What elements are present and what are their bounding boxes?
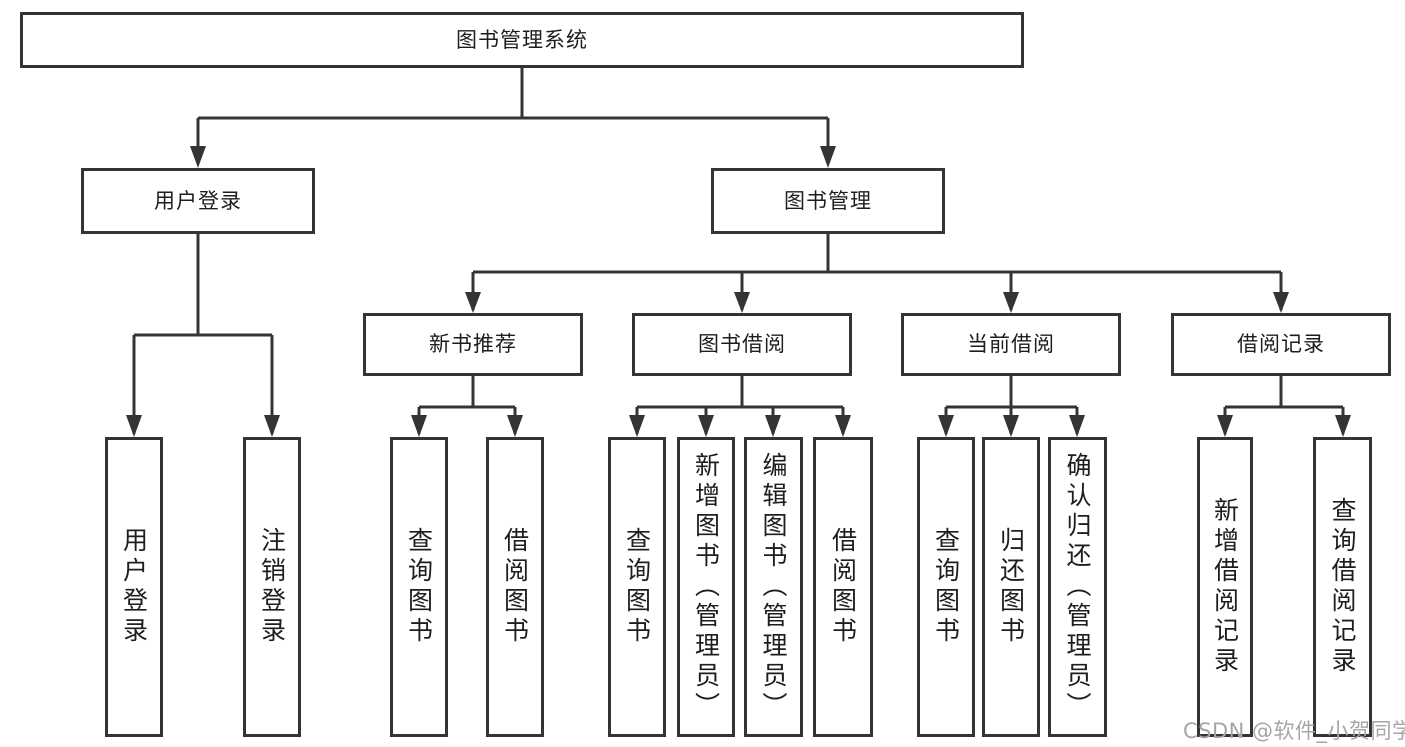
leaf-user-login: 用户登录 — [105, 437, 163, 737]
leaf-cb-return-books: 归还图书 — [982, 437, 1040, 737]
leaf-bb-query-books: 查询图书 — [608, 437, 666, 737]
leaf-logout: 注销登录 — [243, 437, 301, 737]
node-book-borrowing: 图书借阅 — [632, 313, 852, 376]
leaf-br-query-borrow-record: 查询借阅记录 — [1313, 437, 1372, 737]
leaf-bb-borrow-books: 借阅图书 — [813, 437, 873, 737]
leaf-br-add-borrow-record: 新增借阅记录 — [1197, 437, 1253, 737]
leaf-cb-query-books: 查询图书 — [917, 437, 975, 737]
leaf-cb-confirm-return-admin: 确认归还（管理员） — [1048, 437, 1107, 737]
leaf-nbr-borrow-books: 借阅图书 — [486, 437, 544, 737]
node-root: 图书管理系统 — [20, 12, 1024, 68]
node-user-login: 用户登录 — [81, 168, 315, 234]
leaf-bb-edit-books-admin: 编辑图书（管理员） — [744, 437, 803, 737]
node-borrowing-records: 借阅记录 — [1171, 313, 1391, 376]
node-new-book-recommendation: 新书推荐 — [363, 313, 583, 376]
watermark: CSDN @软件_小贺同学 — [1183, 719, 1405, 743]
node-current-borrowing: 当前借阅 — [901, 313, 1121, 376]
arrowhead-icons — [126, 146, 1351, 437]
leaf-nbr-query-books: 查询图书 — [390, 437, 448, 737]
node-book-management: 图书管理 — [711, 168, 945, 234]
leaf-bb-add-books-admin: 新增图书（管理员） — [677, 437, 735, 737]
